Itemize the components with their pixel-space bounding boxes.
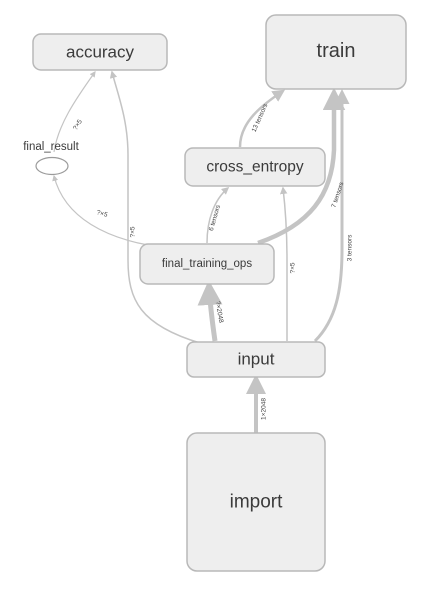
edge-final-ops-train[interactable] bbox=[257, 87, 346, 246]
edge-input-train[interactable] bbox=[313, 89, 350, 343]
node-accuracy-label: accuracy bbox=[66, 43, 135, 62]
node-final-result[interactable]: final_result bbox=[23, 141, 80, 176]
node-import[interactable]: import bbox=[186, 432, 326, 572]
edge-label-import-input: 1×2048 bbox=[261, 398, 268, 420]
node-final-result-label: final_result bbox=[23, 141, 79, 153]
edge-cross-entropy-train[interactable] bbox=[238, 89, 286, 148]
node-train-label: train bbox=[317, 40, 356, 62]
edge-label-input-cross-entropy: ?×5 bbox=[290, 262, 297, 273]
node-final-training-ops[interactable]: final_training_ops bbox=[139, 243, 275, 285]
edge-final-result-accuracy[interactable] bbox=[53, 71, 96, 153]
edge-input-final-ops[interactable] bbox=[197, 280, 223, 342]
edge-final-ops-cross-entropy[interactable] bbox=[206, 187, 230, 244]
edge-label-final-result-accuracy: ?×5 bbox=[72, 118, 84, 131]
edge-final-ops-final-result[interactable] bbox=[52, 174, 149, 246]
edge-label-final-ops-accuracy: ?×5 bbox=[130, 226, 137, 237]
node-accuracy[interactable]: accuracy bbox=[32, 33, 168, 71]
edge-label-input-final-ops: ?×2048 bbox=[214, 301, 225, 324]
node-cross-entropy[interactable]: cross_entropy bbox=[184, 147, 326, 187]
node-final-training-ops-label: final_training_ops bbox=[162, 258, 252, 270]
node-import-label: import bbox=[230, 492, 284, 513]
node-cross-entropy-label: cross_entropy bbox=[206, 159, 304, 176]
node-input[interactable]: input bbox=[186, 341, 326, 378]
edge-label-cross-entropy-train: 13 tensors bbox=[251, 102, 270, 133]
edge-label-input-train: 3 tensors bbox=[347, 234, 354, 261]
edges bbox=[52, 70, 350, 433]
edge-label-final-ops-final-result: ?×5 bbox=[96, 209, 109, 219]
edge-input-accuracy[interactable] bbox=[109, 70, 201, 344]
node-train[interactable]: train bbox=[265, 14, 407, 90]
edge-input-cross-entropy[interactable] bbox=[279, 186, 288, 341]
node-input-label: input bbox=[238, 350, 275, 369]
